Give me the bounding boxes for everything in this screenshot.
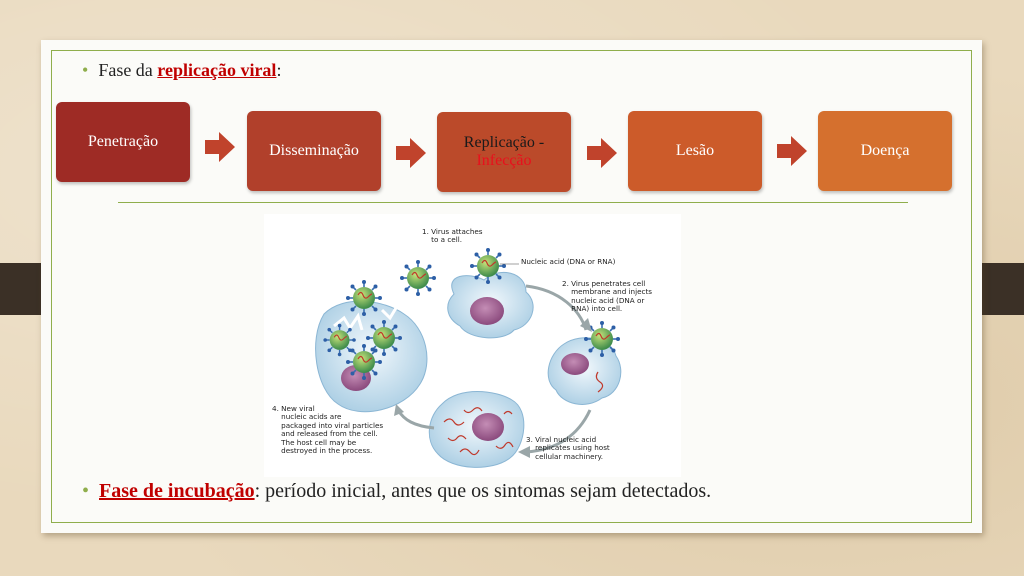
figure-label-step2: 2. Virus penetrates cell membrane and in… — [562, 279, 653, 314]
incubation-emphasis: Fase de incubação — [99, 480, 255, 502]
flow-step-replicacao: Replicação - Infecção — [437, 112, 571, 192]
incubation-text: : período inicial, antes que os sintomas… — [254, 480, 712, 502]
heading-emphasis: replicação viral — [157, 60, 277, 80]
step-label-highlight: Infecção — [476, 152, 532, 169]
arrow-right-icon — [396, 138, 426, 168]
heading-suffix: : — [276, 60, 282, 80]
flow-step-lesao: Lesão — [628, 111, 762, 191]
viral-replication-figure: 1. Virus attaches to a cell. Nucleic aci… — [264, 214, 681, 477]
figure-label-step4: 4. New viral nucleic acids are packaged … — [272, 404, 384, 456]
arrow-right-icon — [587, 138, 617, 168]
figure-illustration — [315, 247, 622, 468]
figure-label-nucleic-acid: Nucleic acid (DNA or RNA) — [521, 257, 616, 266]
step-label: Lesão — [675, 141, 715, 159]
slide-border — [51, 50, 972, 523]
arrow-right-icon — [205, 132, 235, 162]
heading-bullet: • Fase da replicação viral: — [82, 60, 281, 81]
flow-step-doenca: Doença — [818, 111, 952, 191]
divider-line — [118, 202, 908, 203]
figure-label-step1: 1. Virus attaches to a cell. — [422, 227, 483, 245]
bullet-dot: • — [82, 60, 89, 80]
heading-prefix: Fase da — [98, 60, 158, 80]
step-label: Doença — [860, 141, 910, 159]
figure-label-step3: 3. Viral nucleic acid replicates using h… — [526, 435, 610, 461]
flow-step-disseminacao: Disseminação — [247, 111, 381, 191]
step-label: Replicação - — [463, 133, 545, 151]
arrow-right-icon — [777, 136, 807, 166]
step-label: Disseminação — [269, 141, 359, 159]
incubation-bullet: • Fase de incubação: período inicial, ant… — [82, 480, 711, 503]
flow-step-penetracao: Penetração — [56, 102, 190, 182]
step-label: Penetração — [87, 132, 159, 150]
bullet-dot: • — [82, 480, 90, 502]
